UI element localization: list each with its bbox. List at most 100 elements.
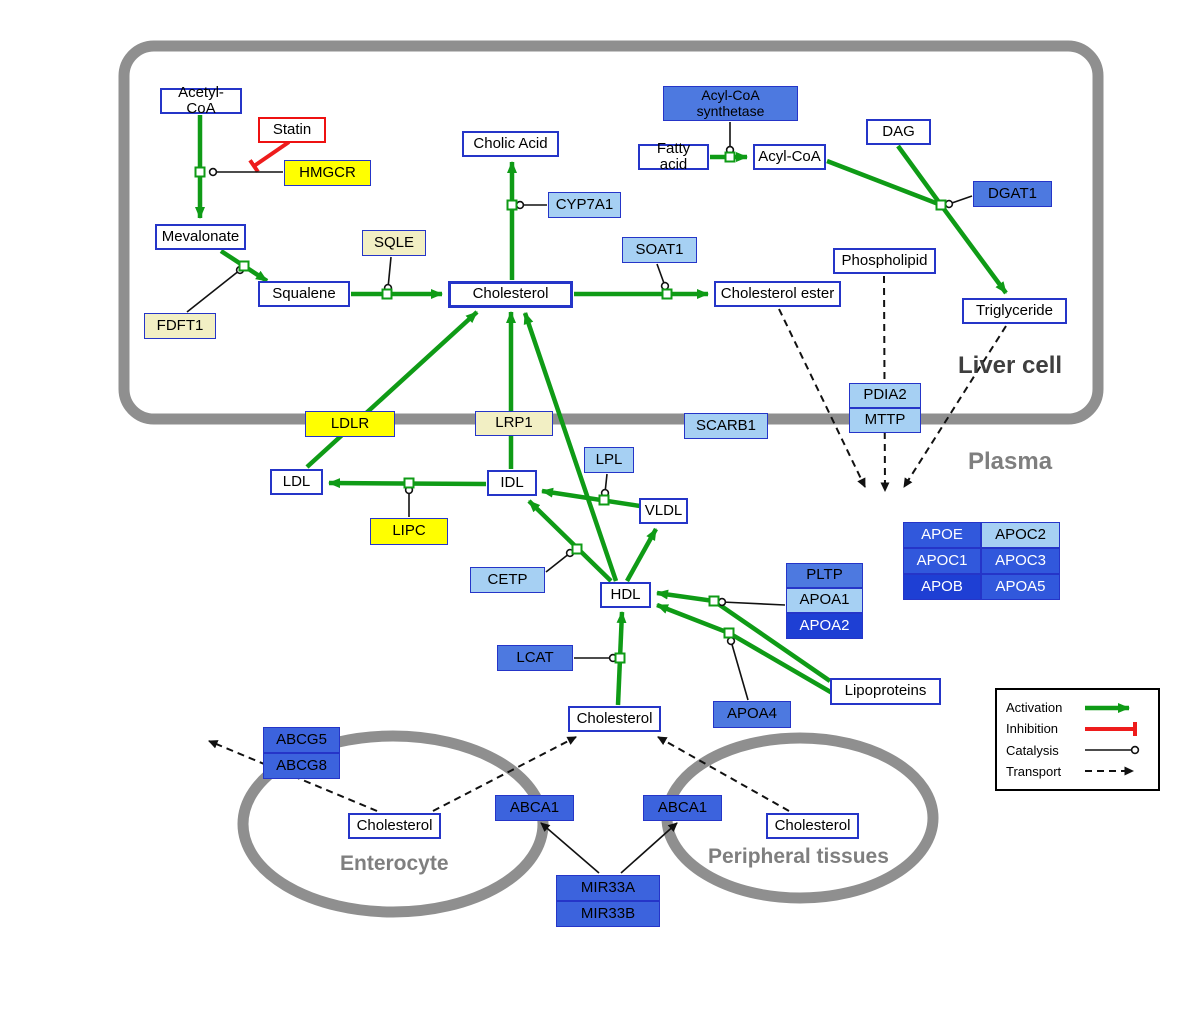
edge-activation: [896, 144, 943, 207]
node-acetyl-coa[interactable]: Acetyl-CoA: [160, 84, 242, 117]
region-label-peripheral-tissues: Peripheral tissues: [708, 845, 889, 868]
activation-symbol: [1085, 702, 1130, 713]
reaction-node: [598, 494, 610, 506]
node-hdl[interactable]: HDL: [600, 582, 651, 608]
node-apoe[interactable]: APOE: [903, 522, 981, 548]
node-apoa1[interactable]: APOA1: [786, 588, 863, 613]
reaction-node: [708, 595, 720, 607]
node-apoa4[interactable]: APOA4: [713, 701, 791, 728]
node-lpl[interactable]: LPL: [584, 447, 634, 473]
legend-label: Catalysis: [1006, 742, 1059, 758]
legend-item-activation: Activation: [1006, 697, 1149, 718]
node-abca1-enterocyte[interactable]: ABCA1: [495, 795, 574, 821]
region-label-plasma: Plasma: [968, 448, 1053, 475]
node-acyl-coa[interactable]: Acyl-CoA: [753, 144, 826, 170]
node-cholesterol-enterocyte[interactable]: Cholesterol: [348, 813, 441, 839]
node-apob[interactable]: APOB: [903, 574, 981, 600]
node-soat1[interactable]: SOAT1: [622, 237, 697, 263]
legend-label: Inhibition: [1006, 721, 1059, 737]
node-abcg5[interactable]: ABCG5: [263, 727, 340, 753]
node-triglyceride[interactable]: Triglyceride: [962, 298, 1067, 324]
node-apoa5[interactable]: APOA5: [981, 574, 1060, 600]
edge-activation: [541, 487, 641, 509]
node-statin[interactable]: Statin: [258, 117, 326, 143]
node-sqle[interactable]: SQLE: [362, 230, 426, 256]
node-mir33b[interactable]: MIR33B: [556, 901, 660, 927]
edge-transport: [432, 736, 577, 812]
edge-activation: [826, 158, 942, 208]
node-dag[interactable]: DAG: [866, 119, 931, 145]
node-lipc[interactable]: LIPC: [370, 518, 448, 545]
reaction-node: [661, 288, 673, 300]
edge-catalysis: [726, 636, 749, 701]
node-scarb1[interactable]: SCARB1: [684, 413, 768, 439]
node-cholic-acid[interactable]: Cholic Acid: [462, 131, 559, 157]
edge-arrow: [620, 822, 678, 874]
inhibition-symbol: [1085, 721, 1137, 736]
reaction-node: [381, 288, 393, 300]
node-mevalonate[interactable]: Mevalonate: [155, 224, 246, 250]
edge-catalysis: [656, 263, 670, 291]
reaction-node: [238, 260, 250, 272]
node-mttp[interactable]: MTTP: [849, 408, 921, 433]
catalysis-symbol: [1085, 745, 1140, 755]
edge-activation: [625, 527, 658, 583]
reaction-node: [506, 199, 518, 211]
legend-item-inhibition: Inhibition: [1006, 718, 1149, 739]
node-cholesterol-peripheral[interactable]: Cholesterol: [766, 813, 859, 839]
edge-transport: [778, 308, 866, 488]
edge-activation: [939, 203, 1008, 295]
edge-activation: [527, 499, 613, 583]
legend-label: Activation: [1006, 700, 1063, 715]
node-apoc2[interactable]: APOC2: [981, 522, 1060, 548]
node-ldl[interactable]: LDL: [270, 469, 323, 495]
edge-inhibition: [248, 140, 291, 173]
node-apoc1[interactable]: APOC1: [903, 548, 981, 574]
node-fatty-acid[interactable]: Fatty acid: [638, 140, 709, 173]
node-hmgcr[interactable]: HMGCR: [284, 160, 371, 186]
node-cholesterol-ester[interactable]: Cholesterol ester: [714, 281, 841, 307]
node-dgat1[interactable]: DGAT1: [973, 181, 1052, 207]
reaction-node: [194, 166, 206, 178]
node-cholesterol-liver[interactable]: Cholesterol: [448, 281, 573, 308]
edge-catalysis: [186, 265, 245, 313]
node-cetp[interactable]: CETP: [470, 567, 545, 593]
edge-activation: [305, 310, 479, 469]
node-squalene[interactable]: Squalene: [258, 281, 350, 307]
node-fdft1[interactable]: FDFT1: [144, 313, 216, 339]
reaction-node: [571, 543, 583, 555]
node-apoc3[interactable]: APOC3: [981, 548, 1060, 574]
node-cholesterol-plasma[interactable]: Cholesterol: [568, 706, 661, 732]
node-mir33a[interactable]: MIR33A: [556, 875, 660, 901]
legend-label: Transport: [1006, 763, 1062, 779]
node-lrp1[interactable]: LRP1: [475, 411, 553, 436]
region-label-liver-cell: Liver cell: [958, 352, 1063, 379]
node-ldlr[interactable]: LDLR: [305, 411, 395, 437]
edge-catalysis: [944, 195, 973, 209]
node-acyl-coa-synthetase[interactable]: Acyl-CoA synthetase: [663, 86, 798, 121]
legend-item-transport: Transport: [1006, 761, 1149, 782]
edge-catalysis: [717, 597, 786, 607]
node-pltp[interactable]: PLTP: [786, 563, 863, 588]
edge-transport: [903, 325, 1007, 488]
node-phospholipid[interactable]: Phospholipid: [833, 248, 936, 274]
edge-transport: [657, 736, 790, 812]
reaction-node: [614, 652, 626, 664]
reaction-node: [724, 151, 736, 163]
edge-activation: [522, 312, 619, 582]
node-abca1-peripheral[interactable]: ABCA1: [643, 795, 722, 821]
edge-catalysis: [383, 256, 393, 293]
node-abcg8[interactable]: ABCG8: [263, 753, 340, 779]
node-lcat[interactable]: LCAT: [497, 645, 573, 671]
edge-catalysis: [600, 473, 610, 498]
node-vldl[interactable]: VLDL: [639, 498, 688, 524]
node-apoa2[interactable]: APOA2: [786, 613, 863, 639]
node-idl[interactable]: IDL: [487, 470, 537, 496]
node-pdia2[interactable]: PDIA2: [849, 383, 921, 408]
liver-cell-membrane: [118, 40, 1104, 425]
node-cyp7a1[interactable]: CYP7A1: [548, 192, 621, 218]
node-lipoproteins[interactable]: Lipoproteins: [830, 678, 941, 705]
